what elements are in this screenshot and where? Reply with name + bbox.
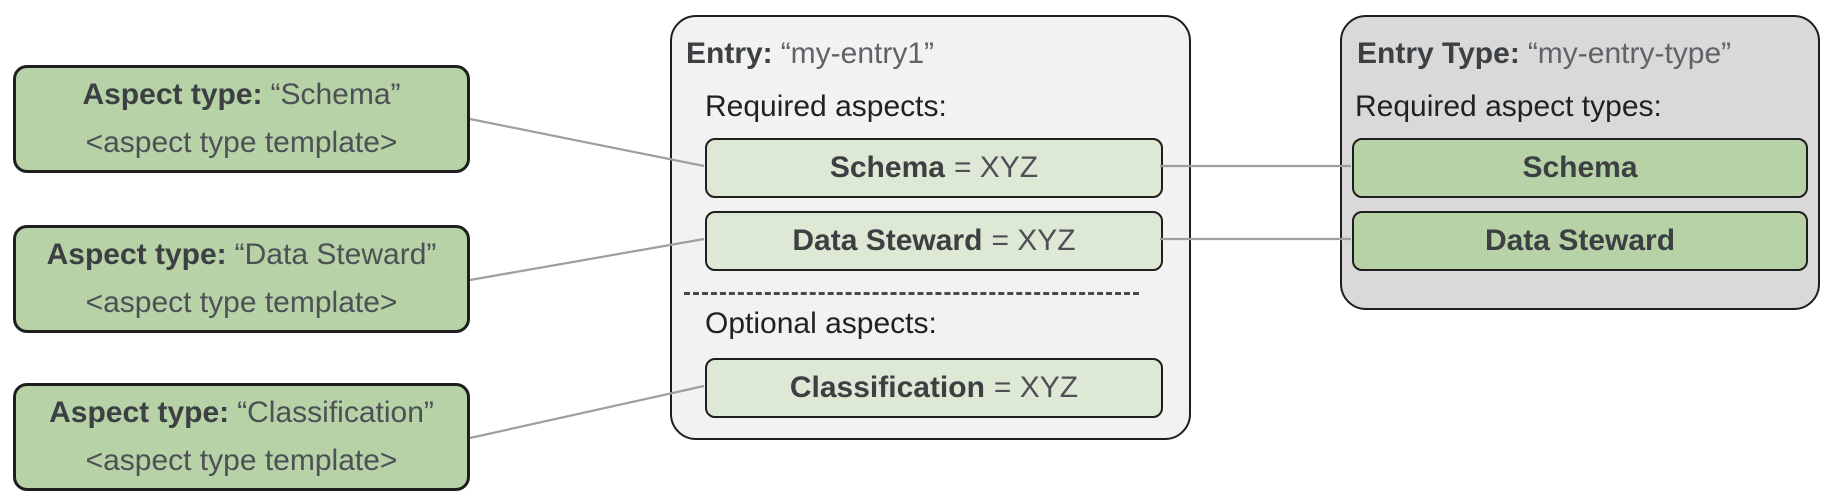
entry-label: Entry: [686, 37, 773, 70]
entry-type-name: “my-entry-type” [1527, 37, 1732, 70]
aspect-type-card-schema: Aspect type:“Schema” <aspect type templa… [13, 65, 470, 173]
entry-type-title: Entry Type:“my-entry-type” [1357, 34, 1731, 74]
aspect-type-name: “Classification” [237, 396, 434, 429]
connector-schema-aspect-to-entry [469, 117, 705, 168]
entry-type-label: Entry Type: [1357, 37, 1520, 70]
entry-name: “my-entry1” [780, 37, 935, 70]
connector-data-steward-aspect-to-entry [469, 237, 705, 282]
aspect-type-template: <aspect type template> [85, 444, 398, 477]
entry-aspect-row-data-steward: Data Steward= XYZ [705, 211, 1163, 271]
connector-classification-aspect-to-entry [469, 384, 705, 440]
aspect-name: Data Steward [792, 224, 983, 257]
optional-aspects-heading: Optional aspects: [705, 307, 937, 340]
entry-aspect-row-classification: Classification= XYZ [705, 358, 1163, 418]
aspect-type-name: “Schema” [270, 78, 401, 111]
aspect-type-title: Aspect type:“Data Steward” [47, 231, 437, 279]
aspect-type-row-name: Schema [1522, 151, 1638, 184]
aspect-type-row-name: Data Steward [1484, 224, 1676, 257]
aspect-value: = XYZ [953, 151, 1039, 184]
aspect-value: = XYZ [991, 224, 1076, 257]
entry-type-row-schema: Schema [1352, 138, 1808, 198]
aspect-type-label: Aspect type: [82, 78, 263, 111]
aspect-type-title: Aspect type:“Schema” [82, 71, 400, 119]
aspect-value: = XYZ [993, 371, 1079, 404]
entry-type-card: Entry Type:“my-entry-type” Required aspe… [1340, 15, 1820, 310]
aspect-type-template: <aspect type template> [85, 286, 398, 319]
dashed-divider [684, 292, 1139, 295]
aspect-type-label: Aspect type: [46, 238, 227, 271]
aspect-type-card-data-steward: Aspect type:“Data Steward” <aspect type … [13, 225, 470, 333]
entry-title: Entry:“my-entry1” [686, 34, 934, 74]
aspect-name: Classification [789, 371, 985, 404]
aspect-type-template: <aspect type template> [85, 126, 398, 159]
aspect-type-card-classification: Aspect type:“Classification” <aspect typ… [13, 383, 470, 491]
aspect-type-label: Aspect type: [49, 396, 230, 429]
required-aspect-types-heading: Required aspect types: [1355, 90, 1662, 123]
aspect-type-title: Aspect type:“Classification” [49, 389, 434, 437]
entry-type-row-data-steward: Data Steward [1352, 211, 1808, 271]
required-aspects-heading: Required aspects: [705, 90, 947, 123]
aspect-name: Schema [829, 151, 945, 184]
entry-aspect-row-schema: Schema= XYZ [705, 138, 1163, 198]
entry-card: Entry:“my-entry1” Required aspects: Sche… [670, 15, 1191, 440]
aspect-type-name: “Data Steward” [234, 238, 437, 271]
